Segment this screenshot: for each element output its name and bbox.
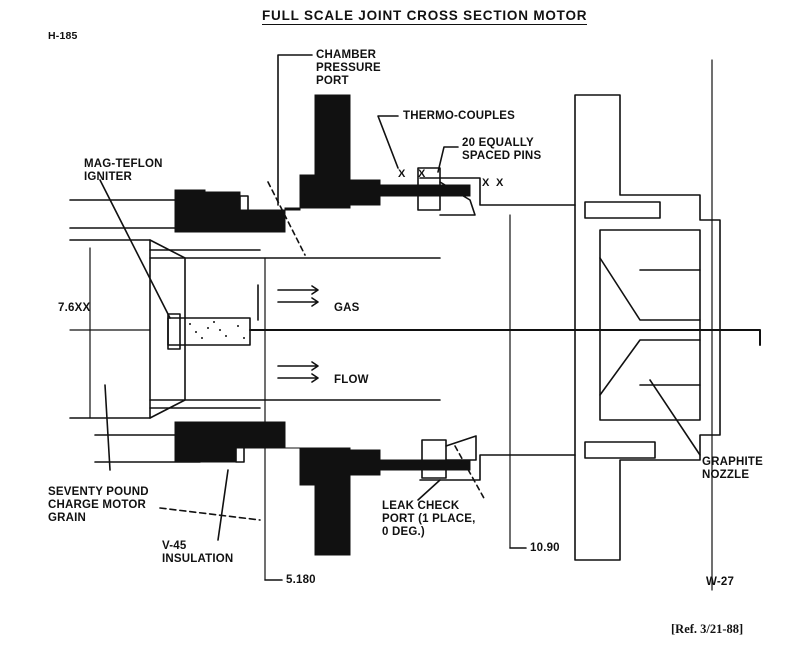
lower-joint-lip: [349, 449, 381, 476]
aft-flange-outline: [574, 94, 721, 561]
upper-joint-lip: [349, 179, 381, 206]
gas-stream-dash-bottom: [454, 445, 486, 501]
label-grain: SEVENTY POUND CHARGE MOTOR GRAIN: [48, 486, 149, 524]
label-w-27: W-27: [706, 576, 735, 588]
lower-case-section: [174, 421, 471, 556]
gas-stream-dash-top: [267, 181, 306, 256]
igniter-fill-dots: [189, 321, 245, 339]
igniter-cap: [167, 313, 181, 350]
aft-bolt-bottom: [584, 441, 656, 459]
label-leak-check-port: LEAK CHECK PORT (1 PLACE, 0 DEG.): [382, 500, 476, 538]
leader-thermocouples: [377, 115, 399, 169]
nozzle-convergent-bottom: [599, 339, 701, 396]
label-igniter: MAG-TEFLON IGNITER: [84, 158, 163, 183]
leader-leak-port: [417, 479, 441, 501]
upper-case-section: [204, 94, 471, 233]
nozzle-insert-outline: [599, 229, 701, 421]
gas-arrows: [257, 284, 319, 383]
figure-id: H-185: [48, 30, 78, 42]
label-flow: FLOW: [334, 374, 369, 386]
reference-note: [Ref. 3/21-88]: [671, 622, 744, 636]
case-liner-top: [149, 249, 441, 259]
pin-lower: [421, 439, 447, 479]
joint-upper-outline: [419, 177, 576, 206]
label-chamber-pressure-port: CHAMBER PRESSURE PORT: [316, 49, 381, 87]
grain-outline: [69, 239, 151, 419]
lower-dash: [159, 507, 261, 521]
svg-text:X: X: [418, 168, 426, 180]
leader-pins: [437, 146, 459, 173]
grain-inner-top: [149, 239, 186, 419]
leader-insulation: [217, 469, 229, 541]
label-graphite-nozzle: GRAPHITE NOZZLE: [702, 456, 764, 481]
label-thermocouples: THERMO-COUPLES: [403, 110, 516, 122]
label-pins: 20 EQUALLY SPACED PINS: [462, 137, 542, 162]
leader-igniter: [99, 179, 171, 319]
label-insulation: V-45 INSULATION: [162, 540, 234, 565]
svg-text:X: X: [496, 177, 504, 189]
case-liner-bottom: [149, 399, 441, 409]
diagram-title: FULL SCALE JOINT CROSS SECTION MOTOR: [262, 8, 588, 25]
joint-lower-outline: [419, 454, 576, 481]
igniter-wire: [249, 329, 761, 346]
leader-chamber-port: [277, 54, 313, 206]
label-dim-10-90: 10.90: [530, 542, 560, 554]
nozzle-convergent-top: [599, 257, 701, 321]
leader-nozzle: [649, 379, 701, 456]
label-dim-5-180: 5.180: [286, 574, 316, 586]
svg-text:X: X: [398, 168, 406, 180]
aft-bolt-top: [584, 201, 661, 219]
upper-stub-left: [174, 189, 206, 233]
label-diameter: 7.6XX: [58, 302, 91, 314]
svg-text:X: X: [482, 177, 490, 189]
leader-grain: [104, 384, 111, 471]
label-gas: GAS: [334, 302, 360, 314]
